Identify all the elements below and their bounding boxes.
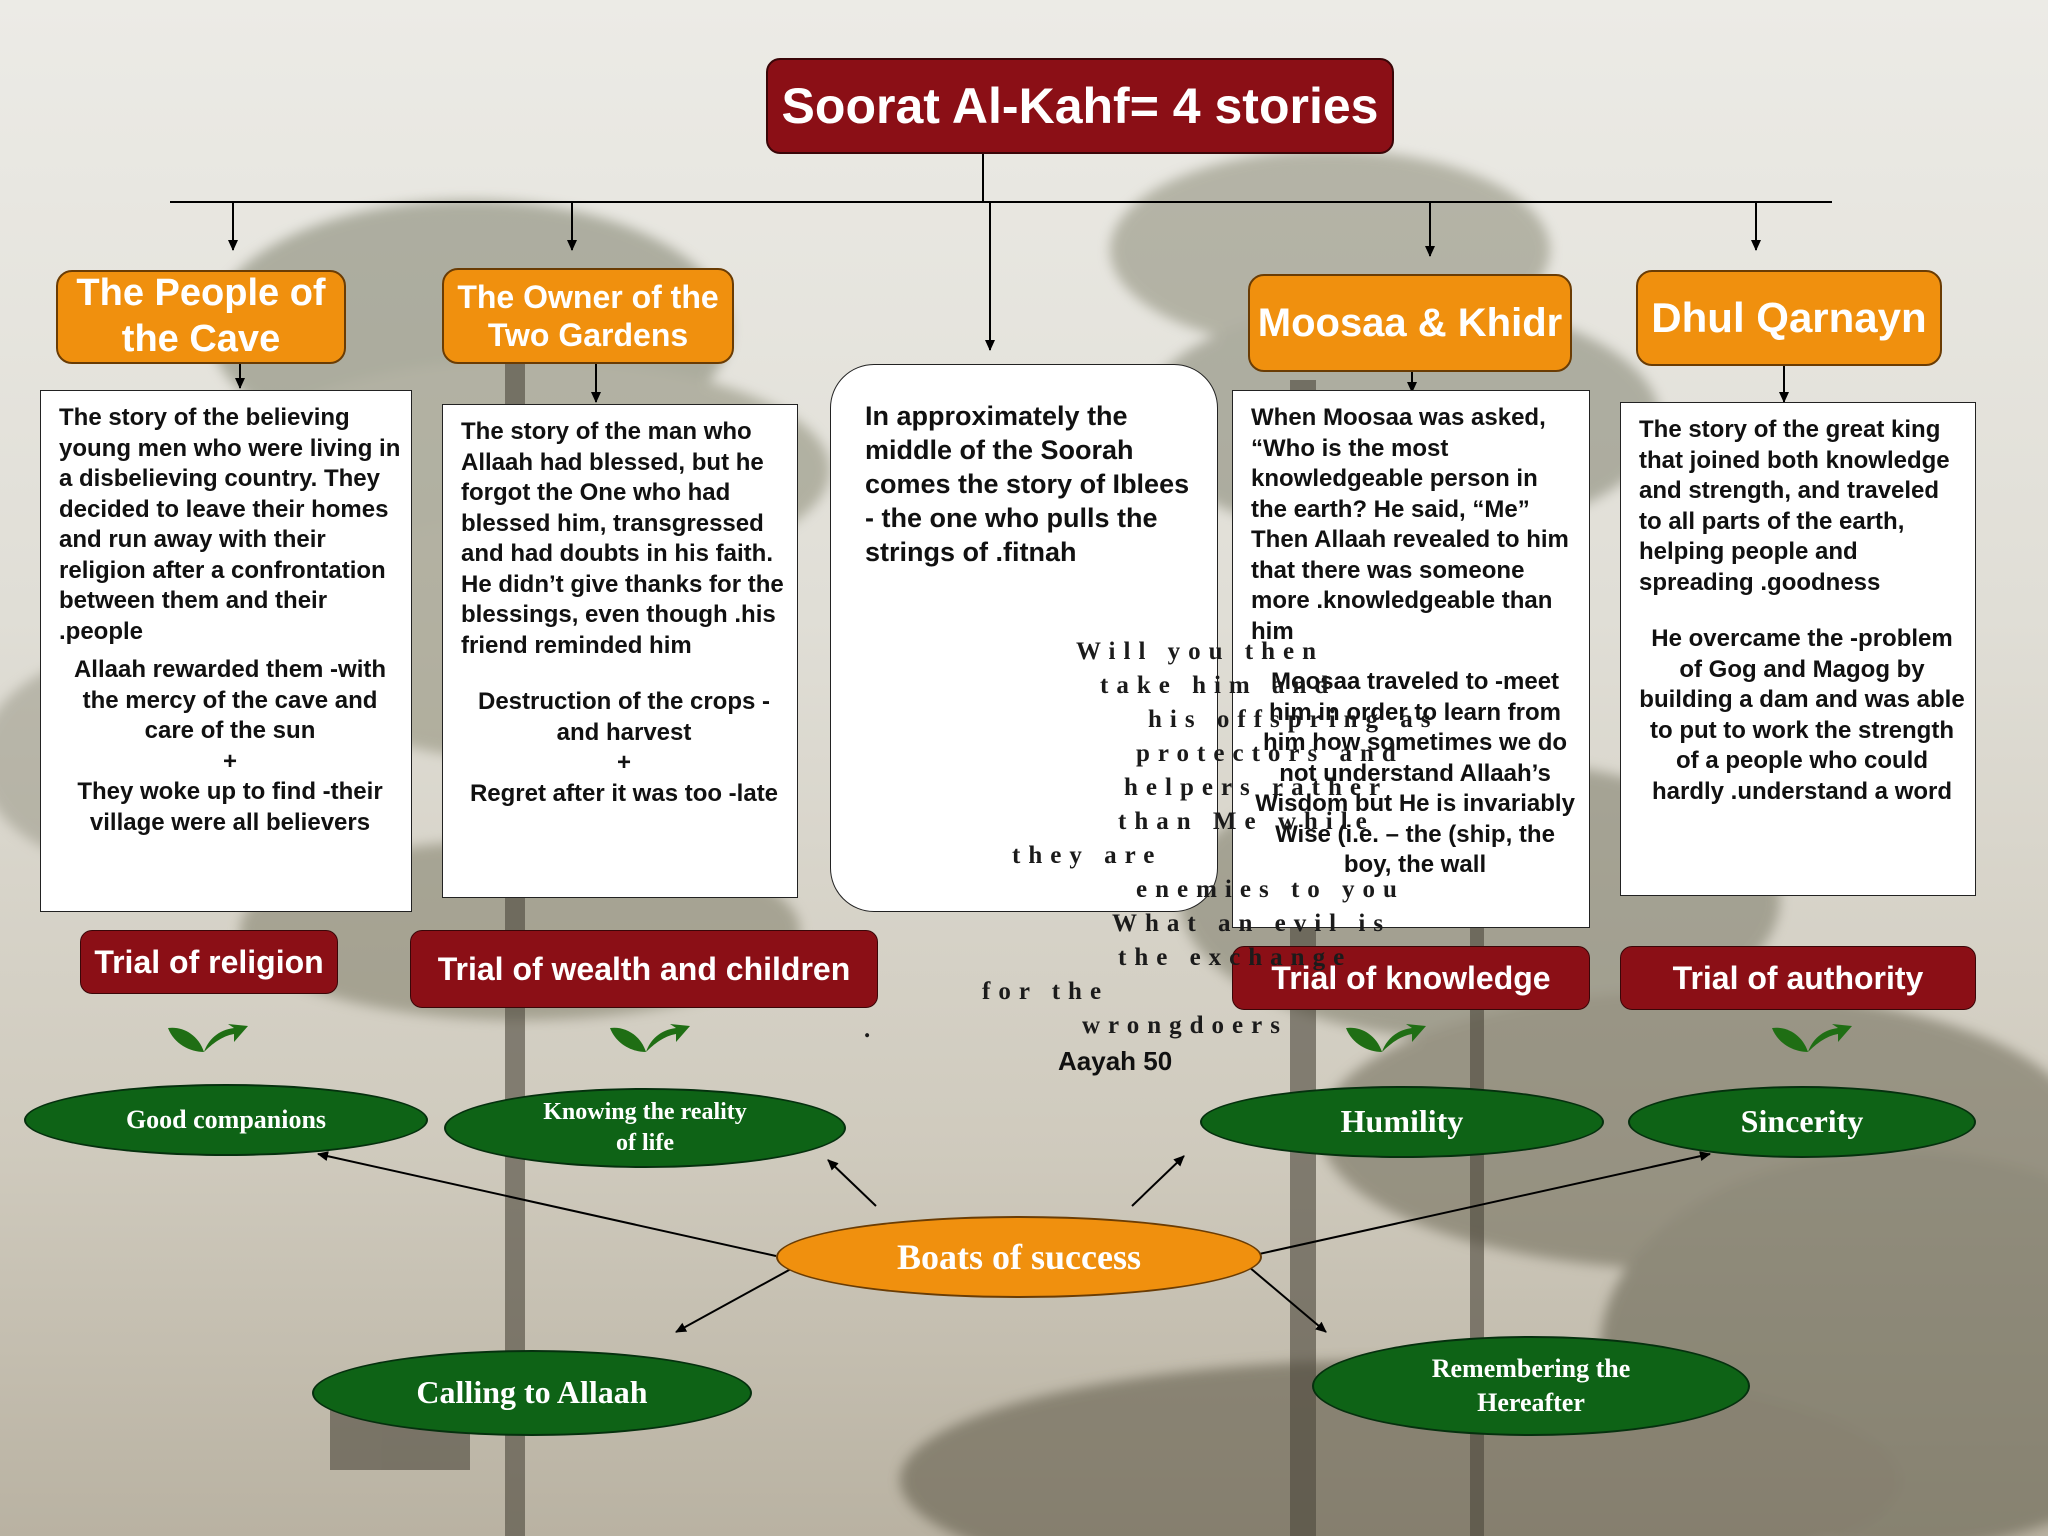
lesson-plus: + [616, 749, 631, 776]
verse-line: the exchange [1118, 944, 1353, 971]
virtue-remembering-hereafter: Remembering the Hereafter [1312, 1336, 1750, 1436]
verse-line: protectors and [1136, 740, 1404, 767]
header-people-of-the-cave: The People of the Cave [56, 270, 346, 364]
header-moosaa-khidr: Moosaa & Khidr [1248, 274, 1572, 372]
story-box-people-of-the-cave: The story of the believing young men who… [40, 390, 412, 912]
virtue-sincerity: Sincerity [1628, 1086, 1976, 1158]
verse-line: they are [1012, 842, 1163, 869]
header-owner-two-gardens: The Owner of the Two Gardens [442, 268, 734, 364]
diagram-title: Soorat Al-Kahf= 4 stories [766, 58, 1394, 154]
virtue-calling-to-allaah: Calling to Allaah [312, 1350, 752, 1436]
verse-line: Will you then [1076, 638, 1325, 665]
lesson-text: Destruction of the crops -and harvest [477, 688, 771, 746]
boats-of-success-hub: Boats of success [776, 1216, 1262, 1298]
verse-line: take him and [1100, 672, 1337, 699]
leaf-arrow-icon [1772, 1024, 1852, 1052]
verse-line: . [864, 1016, 879, 1043]
trial-knowledge: Trial of knowledge [1232, 946, 1590, 1010]
verse-line: than Me while [1118, 808, 1375, 835]
story-box-moosaa-khidr: When Moosaa was asked, “Who is the most … [1232, 390, 1590, 928]
lesson-text: He overcame the -problem of Gog and Mago… [1639, 625, 1965, 805]
leaf-arrow-icon [610, 1024, 690, 1052]
trial-religion: Trial of religion [80, 930, 338, 994]
trial-authority: Trial of authority [1620, 946, 1976, 1010]
iblees-center-box: In approximately the middle of the Soora… [830, 364, 1218, 912]
leaf-arrow-icon [1346, 1024, 1426, 1052]
iblees-text: In approximately the middle of the Soora… [865, 401, 1190, 567]
story-text: The story of the great king that joined … [1639, 416, 1950, 596]
lesson-plus: + [222, 747, 237, 775]
story-text: When Moosaa was asked, “Who is the most … [1251, 404, 1569, 645]
virtue-humility: Humility [1200, 1086, 1604, 1158]
lesson-text: Allaah rewarded them -with the mercy of … [73, 656, 387, 744]
virtue-good-companions: Good companions [24, 1084, 428, 1156]
virtue-knowing-reality-of-life: Knowing the reality of life [444, 1088, 846, 1168]
lesson-text: They woke up to find -their village were… [77, 778, 383, 836]
verse-line: wrongdoers [1082, 1012, 1288, 1039]
verse-line: for the [982, 978, 1110, 1005]
story-box-dhul-qarnayn: The story of the great king that joined … [1620, 402, 1976, 896]
verse-line: his offspring as [1148, 706, 1439, 733]
lesson-text: Moosaa traveled to -meet him in order to… [1255, 668, 1575, 878]
verse-reference: Aayah 50 [1058, 1046, 1173, 1076]
verse-line: enemies to you [1136, 876, 1405, 903]
lesson-text: Regret after it was too -late [469, 779, 779, 807]
story-box-owner-two-gardens: The story of the man who Allaah had bles… [442, 404, 798, 898]
story-text: The story of the man who Allaah had bles… [461, 418, 784, 659]
header-dhul-qarnayn: Dhul Qarnayn [1636, 270, 1942, 366]
verse-line: What an evil is [1112, 910, 1392, 937]
verse-line: helpers rather [1124, 774, 1389, 801]
trial-wealth-children: Trial of wealth and children [410, 930, 878, 1008]
leaf-arrow-icon [168, 1024, 248, 1052]
story-text: The story of the believing young men who… [59, 404, 401, 645]
